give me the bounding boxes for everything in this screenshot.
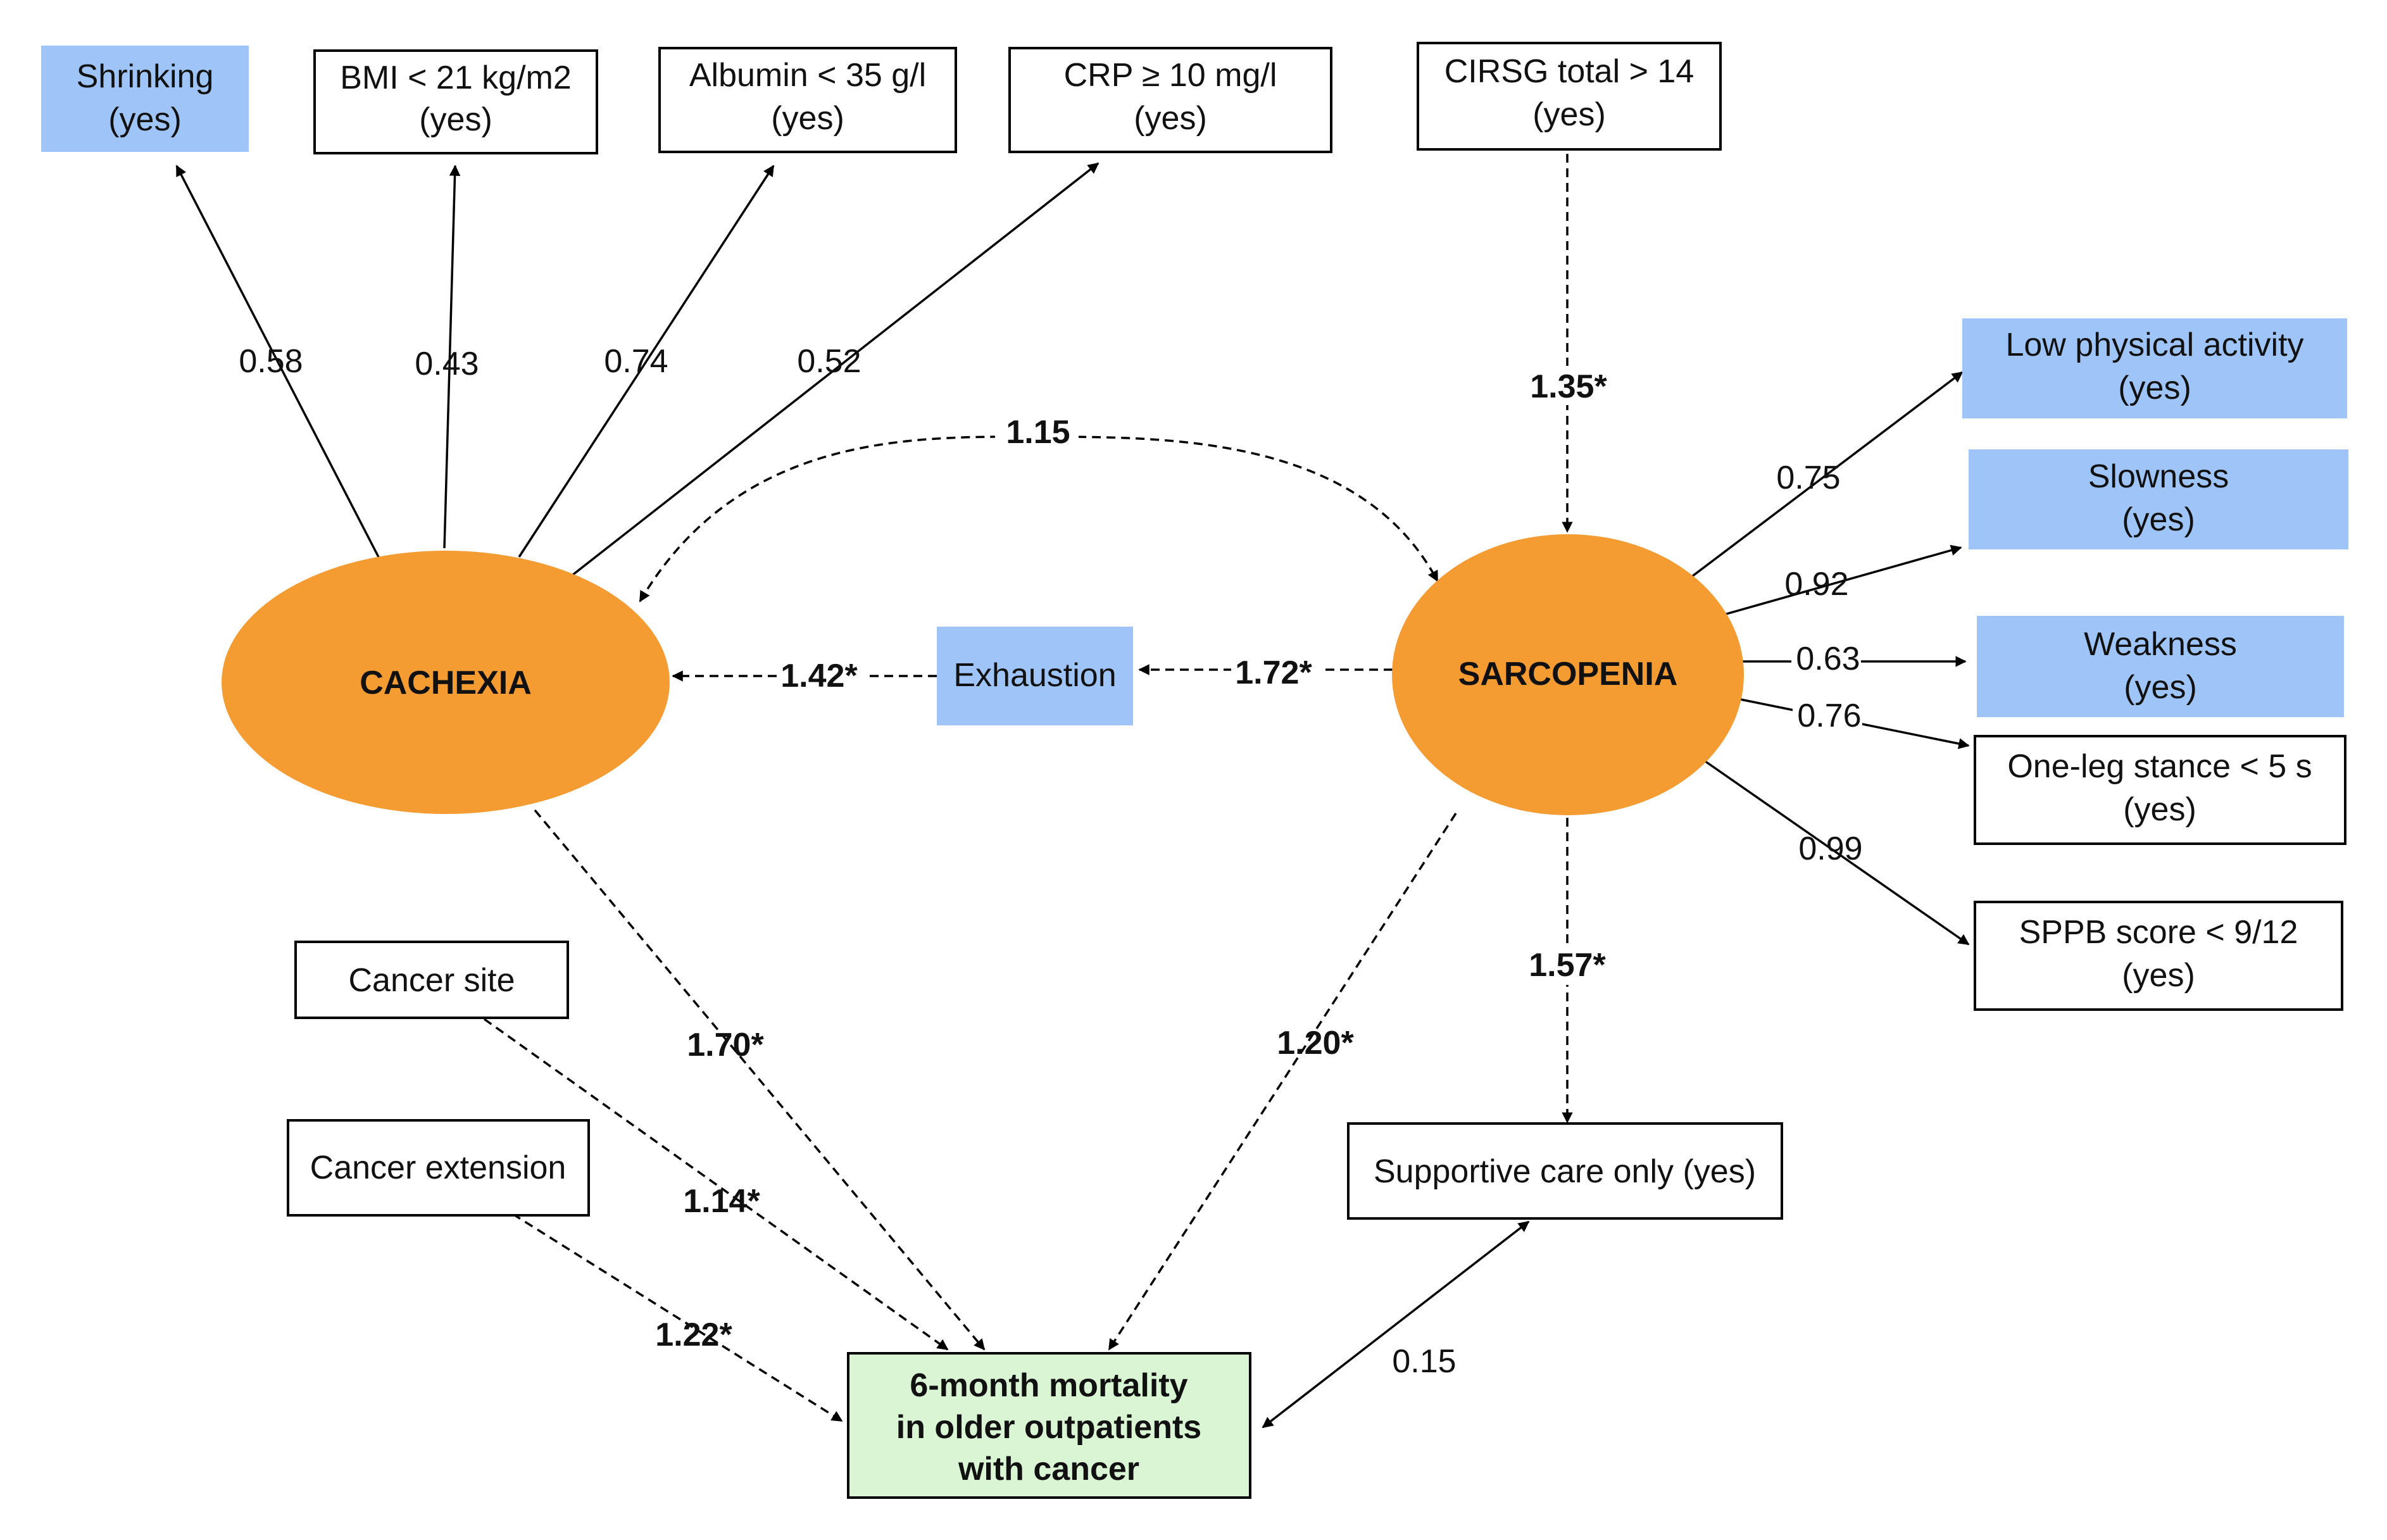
node-one-leg [1974, 735, 2346, 845]
node-mortality-line1: 6-month mortality [910, 1367, 1187, 1404]
edge-cancer-extension-mortality [512, 1213, 843, 1422]
coef-sarcopenia-supportive: 1.57* [1529, 947, 1606, 984]
edge-cancer-site-mortality [483, 1018, 949, 1351]
coef-sarcopenia-exhaustion: 1.72* [1235, 654, 1312, 691]
node-shrinking-line2: (yes) [108, 101, 182, 138]
node-cachexia [222, 551, 670, 814]
edge-sarcopenia-low-activity [1689, 371, 1964, 579]
node-sppb-line1: SPPB score < 9/12 [2019, 914, 2298, 951]
node-supportive-care-label: Supportive care only (yes) [1374, 1153, 1756, 1190]
coef-bg-sarcopenia-weakness [1791, 638, 1861, 677]
coef-supportive-mortality: 0.15 [1392, 1343, 1456, 1380]
node-low-activity-line1: Low physical activity [2005, 327, 2303, 363]
coef-bg-exhaustion-cachexia [777, 653, 866, 692]
node-slowness-line1: Slowness [2088, 458, 2229, 495]
coef-sarcopenia-weakness: 0.63 [1796, 641, 1860, 677]
node-crp [1008, 47, 1332, 153]
node-sarcopenia [1392, 534, 1744, 815]
edge-sarcopenia-slowness [1726, 544, 1962, 615]
node-shrinking-line1: Shrinking [77, 58, 214, 95]
node-albumin-line1: Albumin < 35 g/l [689, 57, 926, 94]
node-slowness-line2: (yes) [2122, 501, 2195, 538]
node-cancer-site-label: Cancer site [349, 962, 515, 999]
coef-cachexia-shrinking: 0.58 [239, 343, 303, 380]
coef-bg-sarcopenia-supportive [1519, 946, 1618, 985]
node-mortality-line3: with cancer [958, 1451, 1139, 1487]
node-shrinking [41, 46, 249, 152]
coef-bg-cachexia-sarcopenia [995, 411, 1079, 451]
node-weakness [1977, 616, 2344, 717]
node-sppb [1974, 901, 2343, 1011]
node-crp-line2: (yes) [1134, 100, 1207, 137]
edge-cachexia-albumin [518, 165, 775, 558]
coef-cirsg-sarcopenia: 1.35* [1530, 368, 1607, 405]
node-cancer-extension-label: Cancer extension [310, 1149, 567, 1186]
node-mortality [847, 1352, 1251, 1499]
node-one-leg-line1: One-leg stance < 5 s [2007, 748, 2312, 785]
coef-sarcopenia-mortality: 1.20* [1277, 1025, 1354, 1061]
coef-cachexia-crp: 0.52 [797, 343, 861, 380]
node-weakness-line2: (yes) [2124, 669, 2197, 706]
edge-cachexia-shrinking [175, 165, 380, 558]
node-crp-line1: CRP ≥ 10 mg/l [1064, 57, 1277, 94]
coef-cachexia-sarcopenia: 1.15 [1006, 414, 1070, 451]
coef-sarcopenia-one-leg: 0.76 [1797, 698, 1861, 734]
node-bmi-line2: (yes) [419, 101, 492, 138]
coef-cachexia-bmi: 0.43 [415, 346, 479, 382]
edge-sarcopenia-mortality [1108, 813, 1457, 1351]
node-sarcopenia-label: SARCOPENIA [1458, 656, 1678, 692]
edge-supportive-mortality [1262, 1220, 1530, 1429]
node-exhaustion-label: Exhaustion [953, 657, 1116, 694]
node-albumin [658, 47, 957, 153]
coef-sarcopenia-low-activity: 0.75 [1776, 460, 1840, 496]
node-mortality-line2: in older outpatients [896, 1409, 1201, 1446]
edge-cachexia-crp [572, 162, 1100, 576]
edge-cachexia-mortality [534, 809, 986, 1351]
edge-cachexia-bmi [443, 165, 461, 549]
node-exhaustion [937, 627, 1133, 725]
node-cirsg-line1: CIRSG total > 14 [1444, 53, 1695, 90]
node-weakness-line1: Weakness [2084, 626, 2237, 663]
node-albumin-line2: (yes) [771, 100, 844, 137]
node-cancer-extension [287, 1119, 590, 1217]
node-cirsg [1417, 42, 1722, 151]
edge-cachexia-sarcopenia [639, 435, 1439, 603]
coef-cancer-extension-mortality: 1.22* [655, 1317, 732, 1353]
coef-sarcopenia-slowness: 0.92 [1784, 566, 1848, 603]
coef-cancer-site-mortality: 1.14* [683, 1183, 760, 1220]
coef-bg-sarcopenia-exhaustion [1231, 651, 1320, 690]
node-sppb-line2: (yes) [2122, 957, 2195, 994]
node-low-activity-line2: (yes) [2118, 370, 2191, 406]
coef-sarcopenia-sppb: 0.99 [1798, 830, 1862, 867]
coef-cachexia-mortality: 1.70* [687, 1027, 764, 1063]
coef-exhaustion-cachexia: 1.42* [780, 658, 858, 694]
node-cirsg-line2: (yes) [1532, 96, 1606, 133]
coef-cachexia-albumin: 0.74 [604, 343, 668, 380]
coef-bg-cirsg-sarcopenia [1513, 366, 1626, 405]
node-bmi-line1: BMI < 21 kg/m2 [340, 59, 572, 96]
coef-bg-sarcopenia-one-leg [1793, 695, 1862, 734]
node-supportive-care [1347, 1122, 1783, 1220]
node-cancer-site [294, 941, 569, 1019]
node-bmi [313, 49, 598, 154]
node-one-leg-line2: (yes) [2123, 791, 2196, 828]
node-slowness [1969, 449, 2348, 549]
node-cachexia-label: CACHEXIA [360, 665, 532, 701]
node-low-activity [1962, 318, 2347, 418]
edge-sarcopenia-sppb [1702, 758, 1970, 946]
